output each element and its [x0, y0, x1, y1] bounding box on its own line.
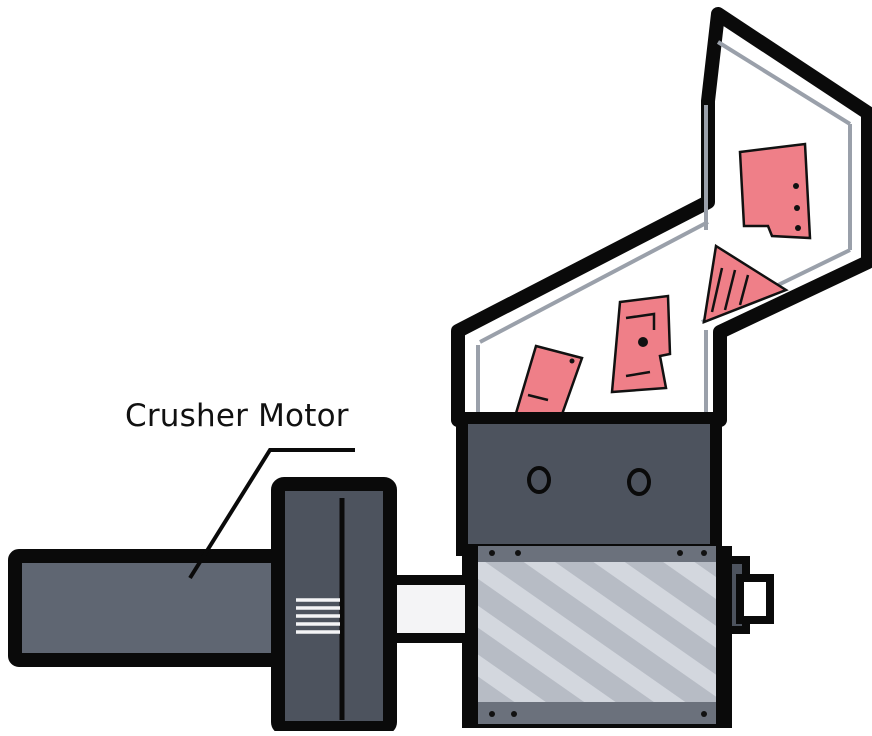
lower-housing [462, 546, 732, 728]
scrap-piece-top-right [738, 142, 812, 240]
crushing-chamber [456, 412, 722, 556]
scrap-piece-center [610, 294, 672, 394]
motor-coupling [271, 477, 397, 735]
scrap-piece-wedge [702, 243, 789, 324]
crusher-motor-label: Crusher Motor [125, 398, 349, 434]
motor-body [8, 549, 297, 667]
label-leader-line [188, 448, 355, 580]
scrap-piece-left [512, 344, 584, 422]
